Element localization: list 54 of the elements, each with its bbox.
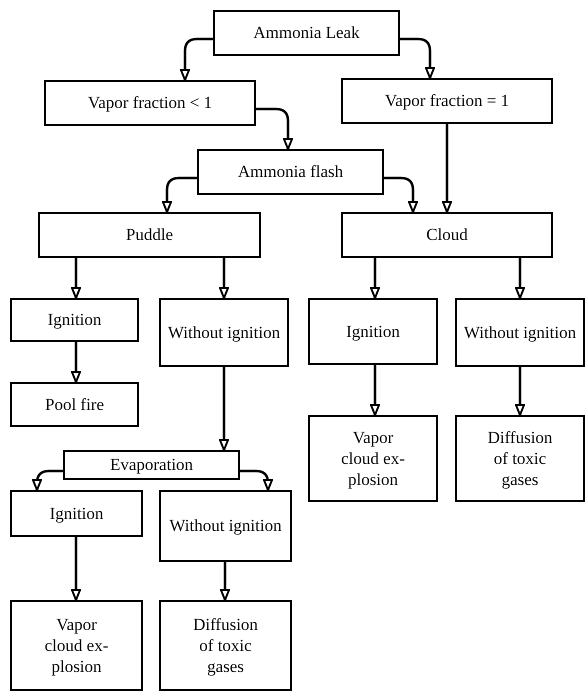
process-box (38, 212, 261, 258)
box-label: Diffusion of toxic gases (486, 426, 554, 490)
arrow (400, 38, 435, 79)
box-label: Vapor fraction < 1 (88, 92, 212, 114)
arrow (219, 258, 229, 299)
process-box (341, 212, 553, 258)
box-label: Without ignition (168, 322, 280, 344)
process-box (308, 415, 438, 502)
box-label: Ignition (48, 309, 102, 331)
box-label: Vapor cloud ex- plosion (44, 614, 110, 678)
process-box (63, 450, 240, 480)
arrow (71, 537, 81, 601)
arrow (370, 258, 380, 299)
arrow (71, 342, 81, 383)
arrow (384, 176, 418, 213)
arrow (220, 562, 230, 601)
box-label: Without ignition (464, 322, 576, 344)
process-box (10, 490, 143, 537)
box-label: Evaporation (110, 454, 194, 476)
box-label: Ammonia flash (238, 161, 344, 183)
process-box (213, 10, 400, 56)
box-label: Without ignition (169, 515, 282, 537)
arrow (240, 470, 273, 491)
box-label: Cloud (426, 224, 468, 246)
arrow (32, 470, 63, 491)
box-label: Pool fire (44, 394, 104, 416)
box-label: Vapor cloud ex- plosion (340, 426, 406, 490)
process-box (308, 298, 438, 365)
box-label: Ammonia Leak (253, 22, 360, 44)
arrow (256, 108, 293, 150)
box-label: Vapor fraction = 1 (384, 90, 510, 112)
process-box (197, 149, 384, 195)
process-box (10, 382, 139, 427)
arrow (370, 365, 380, 416)
box-label: Puddle (126, 224, 174, 246)
arrow (219, 367, 229, 451)
box-label: Ignition (346, 320, 400, 342)
arrow (515, 258, 525, 299)
process-box (159, 600, 292, 691)
box-label: Diffusion of toxic gases (192, 614, 259, 678)
arrow (162, 176, 197, 213)
arrow (515, 367, 525, 416)
arrow (442, 124, 452, 213)
box-label: Ignition (50, 502, 104, 524)
arrow (71, 258, 81, 299)
process-box (341, 78, 553, 124)
process-box (44, 80, 256, 126)
process-box (455, 298, 585, 367)
arrow (180, 38, 213, 81)
process-box (159, 298, 289, 367)
process-box (159, 490, 292, 562)
process-box (10, 298, 139, 342)
process-box (455, 415, 585, 502)
process-box (10, 600, 143, 691)
